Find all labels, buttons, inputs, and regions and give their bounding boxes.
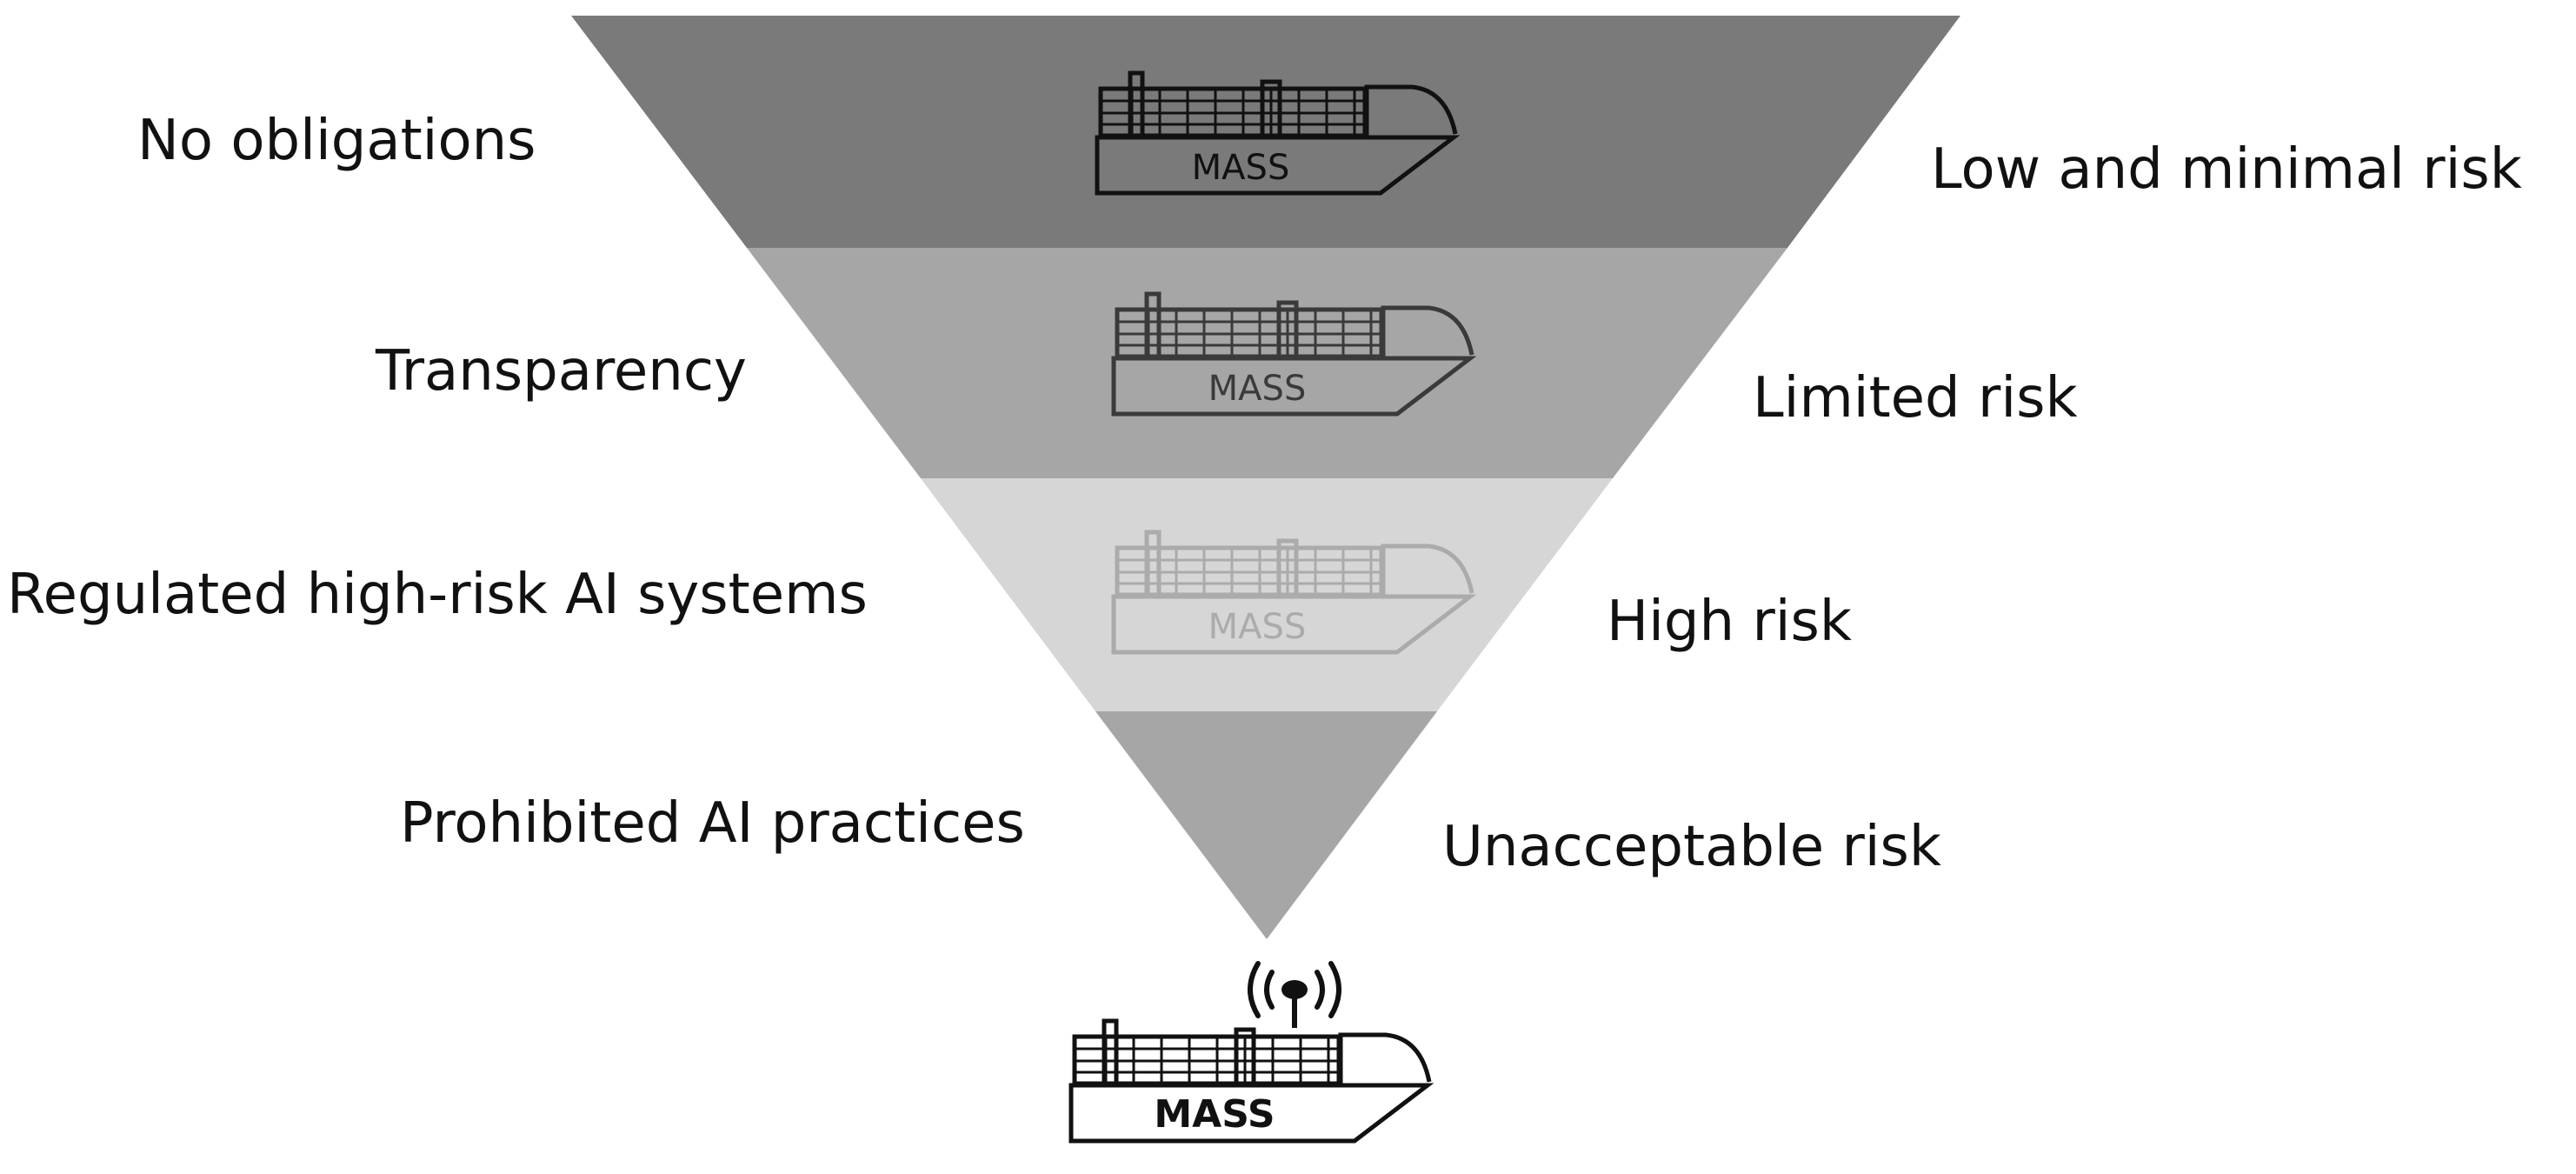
ship-containers — [1115, 291, 1384, 361]
ship-containers — [1072, 1018, 1341, 1088]
label-limited-risk: Limited risk — [1753, 366, 2078, 430]
label-transparency: Transparency — [376, 339, 747, 404]
ship-label: MASS — [1208, 607, 1307, 647]
container-ship-icon: MASS — [1111, 291, 1477, 417]
label-low-minimal-risk: Low and minimal risk — [1931, 137, 2522, 202]
label-prohibited-practices: Prohibited AI practices — [400, 791, 1025, 856]
ship-bow — [1364, 84, 1458, 137]
antenna-signal-icon — [1248, 961, 1341, 1028]
container-ship-icon: MASS — [1095, 70, 1461, 196]
label-high-risk: High risk — [1607, 590, 1852, 654]
ship-label: MASS — [1154, 1092, 1275, 1137]
container-ship-icon: MASS — [1068, 1018, 1434, 1144]
label-unacceptable-risk: Unacceptable risk — [1442, 815, 1941, 879]
label-no-obligations: No obligations — [137, 109, 536, 173]
ship-containers — [1115, 530, 1384, 599]
ship-bow — [1381, 305, 1474, 358]
ship-label: MASS — [1192, 148, 1290, 188]
container-ship-icon: MASS — [1111, 530, 1477, 655]
tier-limited-risk-band — [747, 248, 1787, 478]
label-regulated-high-risk: Regulated high-risk AI systems — [7, 563, 868, 627]
ship-label: MASS — [1208, 369, 1307, 409]
tier-unacceptable-risk-band — [1095, 711, 1437, 939]
ship-bow — [1381, 544, 1474, 597]
ship-bow — [1338, 1032, 1432, 1085]
tier-low-risk-band — [571, 16, 1960, 248]
ship-containers — [1098, 70, 1368, 140]
